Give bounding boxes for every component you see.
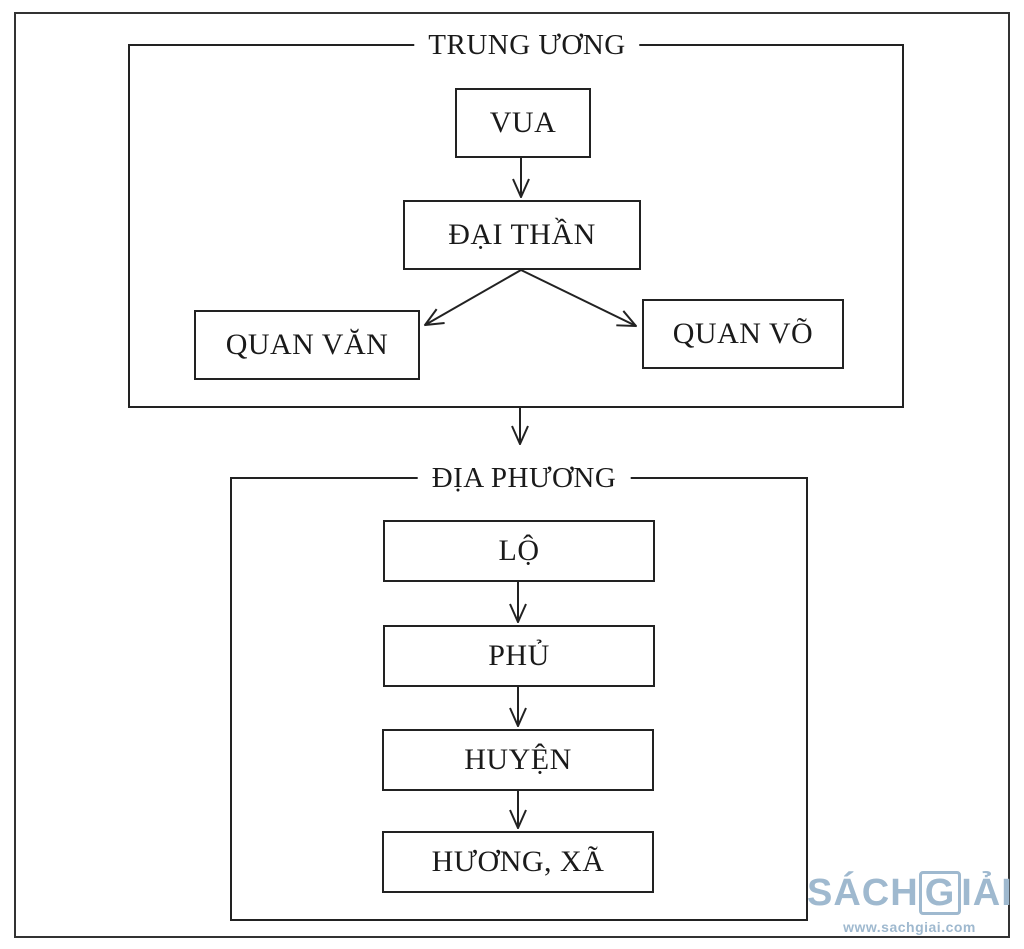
central-group-title: TRUNG ƯƠNG	[414, 27, 640, 63]
watermark-logo-right: IẢI	[961, 872, 1013, 914]
node-phu: PHỦ	[383, 625, 655, 687]
diagram-frame	[14, 12, 1010, 938]
watermark-logo-left: SÁCH	[807, 872, 919, 914]
local-group-title: ĐỊA PHƯƠNG	[417, 460, 631, 496]
node-civil-officials: QUAN VĂN	[194, 310, 420, 380]
node-military-officials: QUAN VÕ	[642, 299, 844, 369]
watermark-url: www.sachgiai.com	[843, 919, 976, 935]
node-king: VUA	[455, 88, 591, 158]
node-minister: ĐẠI THẦN	[403, 200, 641, 270]
node-huyen: HUYỆN	[382, 729, 654, 791]
node-huong-xa: HƯƠNG, XÃ	[382, 831, 654, 893]
watermark-logo-boxed: G	[918, 871, 962, 915]
node-lo: LỘ	[383, 520, 655, 582]
